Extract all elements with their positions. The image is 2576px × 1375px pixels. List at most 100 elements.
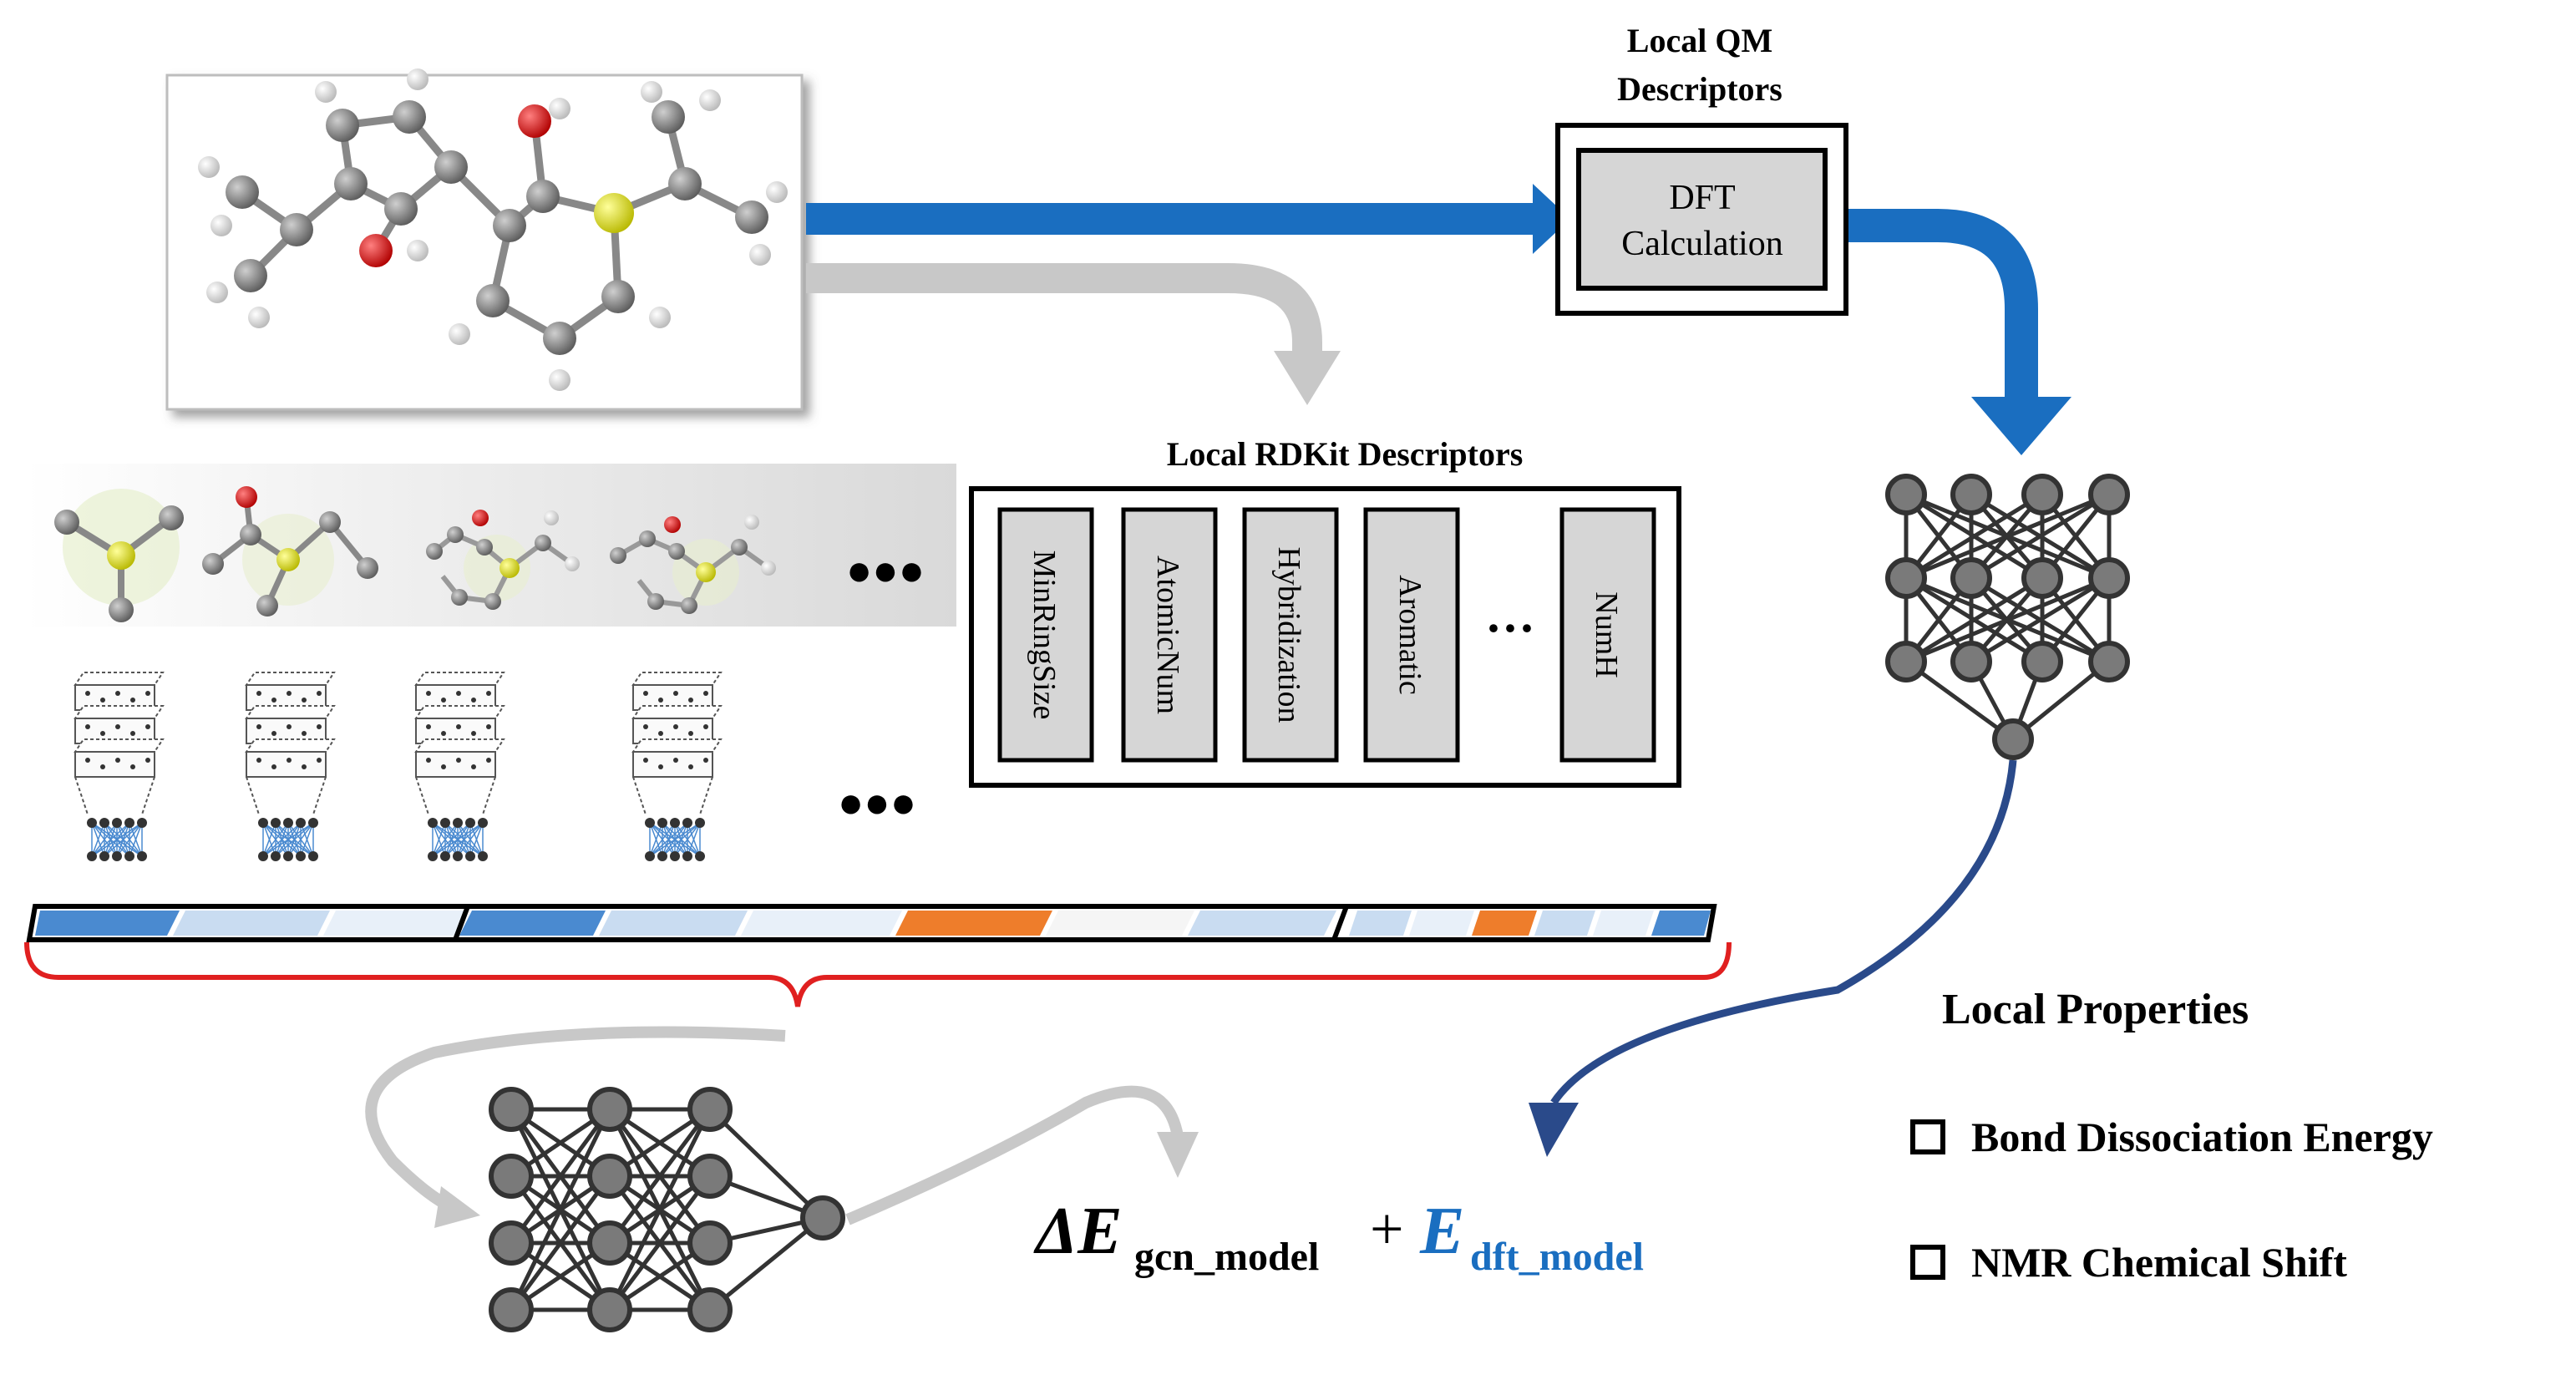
graph-node [124,818,134,828]
feature-map-dot [145,758,150,763]
equation-gcn-subscript: gcn_model [1134,1235,1319,1279]
network-edge [509,1108,612,1245]
equation-e-dft: E [1419,1195,1464,1268]
network-edge [1904,492,2044,581]
network-node [1885,557,1927,599]
graph-conv-stack-icon [414,672,505,861]
graph-edge [262,822,302,857]
feature-map-dot [456,724,461,729]
graph-node [695,818,705,828]
descriptor-numh: NumH [1589,591,1624,677]
graph-edge [287,822,314,857]
feature-map-layer [632,751,713,778]
feature-map-dot [256,758,261,763]
feature-map-dot [456,691,461,696]
network-edge [1905,492,2110,581]
feature-map-dot [145,724,150,729]
feature-map-dot [673,691,678,696]
graph-node [465,818,475,828]
feature-map-dot [643,758,648,763]
network-edge [708,1216,824,1312]
gcn-ellipsis: ●●● [838,779,916,827]
graph-edge [649,822,688,857]
network-node [1992,718,2034,760]
feature-map-dot [100,731,105,736]
feature-map-dot [703,724,708,729]
feature-map-dot [271,731,276,736]
feature-map-dot [85,758,90,763]
feature-map-dot [287,691,292,696]
graph-edge [432,822,459,857]
graph-edge [116,822,143,857]
descriptor-box-hybridization [1242,507,1339,763]
feature-map-dot [302,731,307,736]
descriptor-ellipsis: ··· [1485,601,1535,656]
graph-node [112,818,122,828]
graph-edge [91,822,143,857]
feature-map-dot [643,724,648,729]
graph-edge [129,822,143,857]
gray-arrow-to-equation [845,1085,1199,1225]
feature-map-dot [256,724,261,729]
feature-vector-bar [26,904,1717,942]
graph-node [296,851,306,861]
graph-node [271,851,281,861]
feature-map-dot [317,758,322,763]
graph-node [682,818,692,828]
feature-map-dot [426,724,431,729]
feature-map-dot [441,731,446,736]
graph-node [478,851,488,861]
graph-node [478,818,488,828]
feature-map-dot [703,691,708,696]
graph-node [440,818,450,828]
network-node [587,1220,632,1266]
graph-edge [674,822,701,857]
network-node [587,1287,632,1332]
feature-map-dot [703,758,708,763]
network-node [1950,557,1992,599]
network-edge [1970,492,2111,581]
network-node [489,1087,534,1132]
feature-map-dot [302,698,307,703]
graph-node [308,851,318,861]
graph-conv-stack-icon [245,672,336,861]
feature-map-layer [74,738,165,753]
graph-edge [104,822,143,857]
feature-map-dot [115,758,120,763]
equation-delta-e: ΔE [1033,1195,1123,1268]
feature-map-dot [688,764,693,769]
graph-edge [457,822,484,857]
graph-edge [444,822,484,857]
descriptor-box-atomicnum [1121,507,1218,763]
projection-line [415,776,429,815]
graph-node [137,818,147,828]
network-node [489,1287,534,1332]
descriptor-box-minringsize [997,507,1094,763]
feature-map-dot [456,758,461,763]
graph-edge [432,822,471,857]
graph-node [283,818,293,828]
graph-edge [662,822,701,857]
graph-node [112,851,122,861]
graph-node [87,818,97,828]
feature-map-dot [426,758,431,763]
checkbox-icon[interactable] [1910,1245,1945,1280]
descriptor-box-aromatic [1363,507,1460,763]
feature-map-dot [658,764,663,769]
graph-edge [687,822,701,857]
network-node [687,1154,733,1199]
checkbox-icon[interactable] [1910,1119,1945,1154]
graph-edge [469,822,484,857]
projection-line [632,776,647,815]
graph-node [258,818,268,828]
graph-edge [432,822,446,857]
descriptor-minringsize: MinRingSize [1027,551,1062,720]
projection-line [246,776,260,815]
network-edge [509,1108,612,1312]
projection-line [141,776,155,815]
molecule-image [165,68,804,411]
feature-map-dot [471,764,476,769]
graph-node [87,851,97,861]
feature-map-dot [471,698,476,703]
graph-conv-stack-icon [74,672,165,861]
